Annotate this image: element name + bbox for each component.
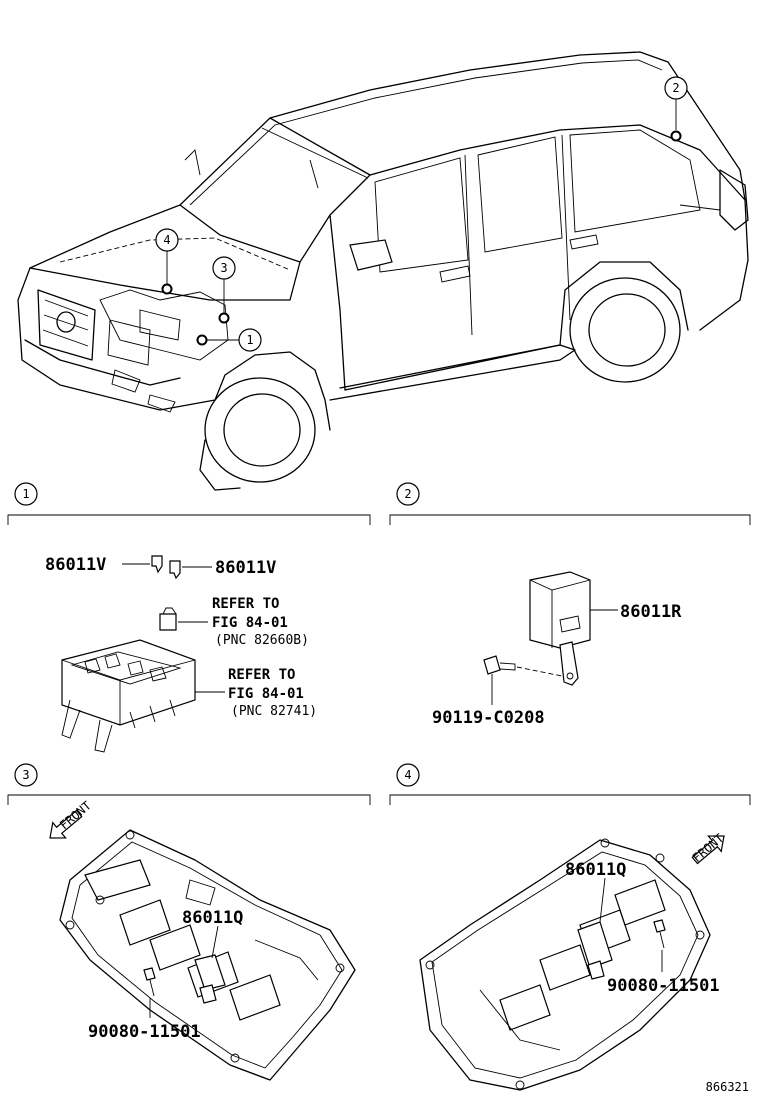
fuse-left-part-number: 86011V [45, 555, 106, 575]
cylinder-head-cover-left [59, 829, 356, 1081]
marker-1: 1 [196, 328, 262, 352]
relay-refer-line-1: REFER TO [212, 596, 279, 612]
section-4-bracket [389, 794, 751, 805]
fuse-icon [151, 555, 163, 574]
fuse-right-part-number: 86011V [215, 558, 276, 578]
bolt-icon [653, 919, 666, 949]
coil-part-number-left: 86011Q [182, 908, 243, 928]
sensor-part-number: 86011R [620, 602, 682, 622]
marker-3: 3 [212, 256, 236, 324]
section-1-number: 1 [22, 487, 29, 501]
section-3-number: 3 [22, 768, 29, 782]
marker-2-label: 2 [672, 81, 679, 95]
box-refer-line-3: (PNC 82741) [231, 704, 317, 719]
bolt-icon [143, 967, 156, 997]
bolt-part-number: 90119-C0208 [432, 708, 545, 728]
front-arrow-icon: FRONT [49, 798, 94, 839]
section-4-number: 4 [404, 768, 411, 782]
marker-4-label: 4 [163, 233, 170, 247]
bolt-part-number-right: 90080-11501 [607, 976, 720, 996]
section-2-bracket [389, 514, 751, 525]
section-1-bracket [7, 514, 371, 525]
section-2-number: 2 [404, 487, 411, 501]
marker-1-label: 1 [246, 333, 253, 347]
relay-icon [159, 613, 177, 631]
ignition-coil-right [577, 921, 613, 980]
relay-block-illustration [61, 639, 196, 753]
marker-2: 2 [664, 76, 688, 142]
bolt-part-number-left: 90080-11501 [88, 1022, 201, 1042]
front-arrow-icon: FRONT [690, 831, 727, 865]
relay-refer-line-3: (PNC 82660B) [215, 633, 309, 648]
section-2: 2 86011R 90119-C0208 [389, 482, 751, 728]
section-4: 4 FRONT 86011Q [389, 763, 751, 1091]
section-1: 1 86011V 86011V REFER TO FIG 84-01 (PNC … [7, 482, 371, 753]
sensor-illustration [529, 571, 591, 686]
vehicle-location-markers: 2 4 3 1 [155, 76, 688, 352]
front-label: FRONT [57, 798, 94, 832]
section-3-bracket [7, 794, 371, 805]
marker-3-label: 3 [220, 261, 227, 275]
fuse-icon [169, 560, 181, 580]
ignition-coil-left [194, 954, 226, 1004]
box-refer-line-1: REFER TO [228, 667, 295, 683]
figure-number: 866321 [706, 1080, 749, 1094]
box-refer-line-2: FIG 84-01 [228, 686, 304, 702]
bolt-icon [483, 655, 516, 675]
section-3: 3 FRONT 86011Q [7, 763, 371, 1081]
cylinder-head-cover-right [419, 838, 711, 1091]
relay-refer-line-2: FIG 84-01 [212, 615, 288, 631]
coil-part-number-right: 86011Q [565, 860, 626, 880]
marker-4: 4 [155, 228, 179, 295]
vehicle-illustration [17, 51, 749, 491]
